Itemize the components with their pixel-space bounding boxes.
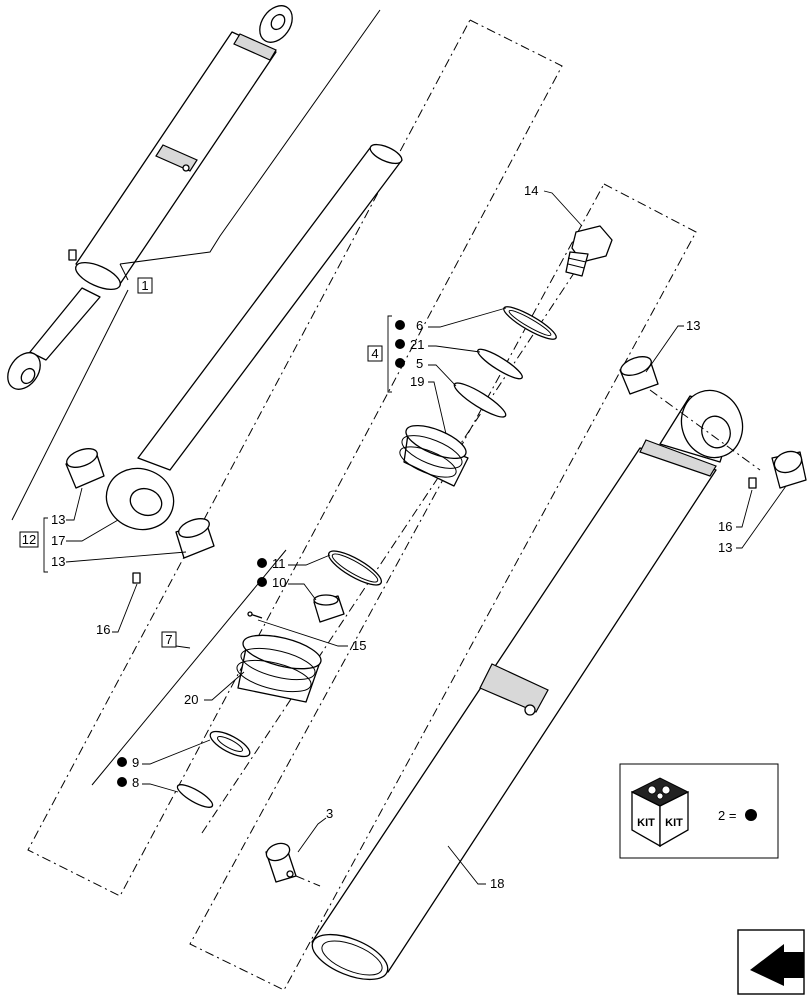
head-19 — [399, 424, 469, 487]
grease-fitting-16-right — [748, 477, 757, 489]
ring-10 — [313, 594, 345, 623]
bushing-13-upper-left — [65, 448, 105, 489]
kit-equation-label: 2 = — [718, 808, 736, 823]
callout-3-label: 3 — [326, 806, 333, 821]
o-ring-11 — [327, 550, 383, 586]
callout-17-label: 17 — [51, 533, 65, 548]
kit-dot-8 — [117, 777, 127, 787]
assembly-boundary — [119, 9, 381, 265]
callout-1: 1 — [137, 277, 153, 294]
callout-16-label-left: 16 — [96, 622, 110, 637]
kit-dot-10 — [257, 577, 267, 587]
callout-12-label: 12 — [22, 532, 36, 547]
kit-word-left: KIT — [637, 817, 655, 829]
kit-legend: KIT KIT 2 = — [619, 763, 779, 859]
piston-20 — [236, 634, 322, 703]
callout-5-label: 5 — [416, 356, 423, 371]
callout-8-label: 8 — [132, 775, 139, 790]
callout-10-label: 10 — [272, 575, 286, 590]
callout-11-label: 11 — [272, 556, 286, 571]
kit-dot-9 — [117, 757, 127, 767]
callout-19-label: 19 — [410, 374, 424, 389]
grease-fitting-16-left — [132, 572, 141, 584]
callout-1-label: 1 — [141, 278, 148, 293]
assembled-cylinder — [7, 5, 293, 390]
kit-dot-6 — [395, 320, 405, 330]
callout-13-label-c: 13 — [686, 318, 700, 333]
kit-word-right: KIT — [665, 817, 683, 829]
exit-arrow-icon[interactable] — [737, 929, 805, 995]
callout-9-label: 9 — [132, 755, 139, 770]
callout-13-label-b: 13 — [51, 554, 65, 569]
callout-13-label-d: 13 — [718, 540, 732, 555]
seal-9 — [209, 730, 251, 758]
bushing-13-lower-right — [771, 450, 807, 489]
callout-18-label: 18 — [490, 876, 504, 891]
kit-dot-11 — [257, 558, 267, 568]
callout-6-label: 6 — [416, 318, 423, 333]
bushing-13-upper-right — [619, 356, 659, 395]
bolt-14 — [565, 225, 613, 277]
piston-rod — [105, 143, 403, 531]
piston-group-boundary — [91, 549, 287, 786]
callout-20-label: 20 — [184, 692, 198, 707]
kit-dot-5 — [395, 358, 405, 368]
callout-7: 7 — [161, 631, 191, 649]
callout-12-group: 12 13 17 13 — [19, 487, 187, 573]
seal-8 — [176, 784, 214, 808]
seal-6 — [503, 306, 557, 340]
callout-7-label: 7 — [165, 632, 172, 647]
callout-15-label: 15 — [352, 638, 366, 653]
callout-21-label: 21 — [410, 337, 424, 352]
kit-dot-21 — [395, 339, 405, 349]
callout-4-label: 4 — [371, 346, 378, 361]
ring-21 — [477, 348, 523, 380]
callout-13-label-a: 13 — [51, 512, 65, 527]
callout-16-label-right: 16 — [718, 519, 732, 534]
callout-14-label: 14 — [524, 183, 538, 198]
filled-dot-icon — [745, 809, 757, 821]
callout-4-group: 4 6 21 5 19 — [367, 307, 507, 435]
bushing-3 — [265, 842, 297, 883]
bushing-13-lower-left — [175, 518, 215, 559]
kit-box-icon: KIT KIT — [630, 777, 690, 848]
cylinder-barrel-18 — [311, 389, 744, 981]
